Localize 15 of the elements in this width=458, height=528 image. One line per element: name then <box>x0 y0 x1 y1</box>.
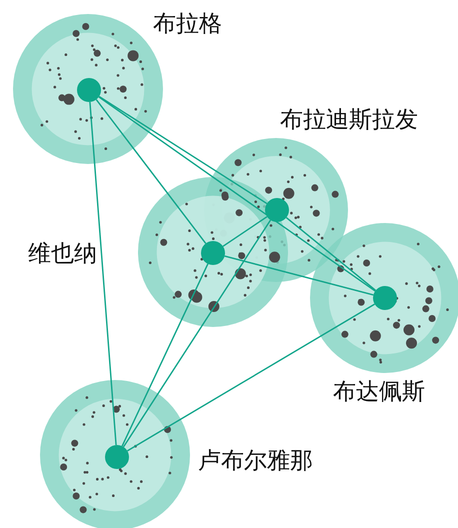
connector-line <box>126 304 376 452</box>
connector-line <box>224 255 374 296</box>
connector-line <box>122 220 272 448</box>
connector-line <box>121 264 209 446</box>
connector-line <box>222 216 268 247</box>
city-label: 布拉格 <box>153 11 222 39</box>
connector-line <box>98 96 376 292</box>
connector-line <box>98 96 268 204</box>
city-label: 布达佩斯 <box>333 379 425 407</box>
city-label: 布拉迪斯拉发 <box>280 107 418 135</box>
city-label: 卢布尔雅那 <box>198 448 313 476</box>
connector-line <box>286 217 376 291</box>
city-label: 维也纳 <box>28 241 97 269</box>
connector-line <box>89 102 117 446</box>
connector-line <box>96 99 206 244</box>
